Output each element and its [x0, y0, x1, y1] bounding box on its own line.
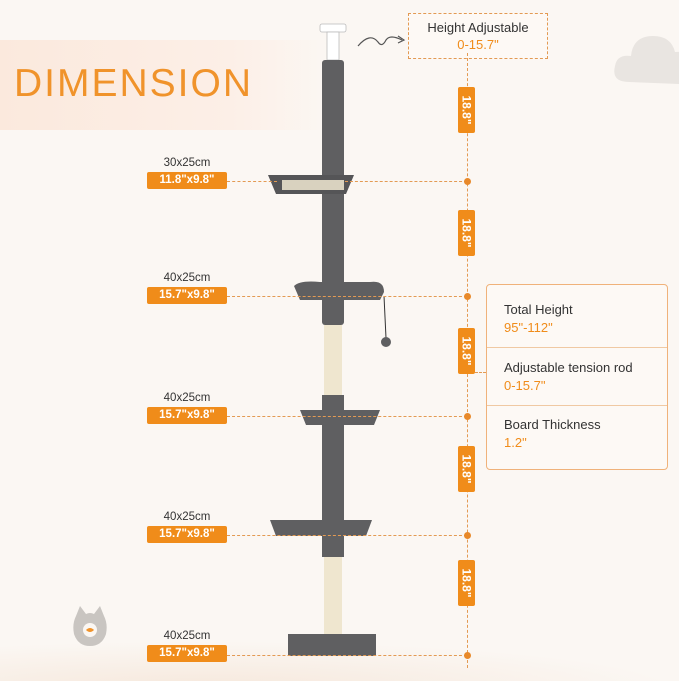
platform-cm: 40x25cm [163, 511, 211, 523]
height-adjustable-value: 0-15.7" [457, 37, 499, 52]
platform-inch: 15.7"x9.8" [147, 645, 227, 662]
segment-badge: 18.8" [458, 87, 475, 133]
leader-line [345, 181, 467, 182]
platform-cm: 40x25cm [163, 272, 211, 284]
page-title: DIMENSION [14, 62, 254, 105]
spec-box: Total Height 95"-112" Adjustable tension… [486, 284, 668, 470]
spec-board-thickness: Board Thickness 1.2" [504, 417, 601, 450]
platform-dimension: 40x25cm 15.7"x9.8" [147, 510, 227, 543]
segment-badge: 18.8" [458, 446, 475, 492]
platform-inch: 15.7"x9.8" [147, 526, 227, 543]
platform-dimension: 30x25cm 11.8"x9.8" [147, 156, 227, 189]
leader-line [227, 416, 467, 417]
dimension-tick [464, 293, 471, 300]
platform-cm: 40x25cm [163, 392, 211, 404]
dimension-tick [464, 413, 471, 420]
cat-logo-icon [73, 606, 107, 646]
platform-inch: 11.8"x9.8" [147, 172, 227, 189]
cloud-icon [614, 36, 679, 84]
leader-line [227, 296, 467, 297]
height-adjustable-label: Height Adjustable [427, 20, 529, 35]
height-adjustable-box: Height Adjustable 0-15.7" [408, 13, 548, 59]
spec-divider [487, 347, 667, 348]
cat-tree-illustration [268, 23, 391, 656]
segment-badge: 18.8" [458, 560, 475, 606]
spec-tension-rod: Adjustable tension rod 0-15.7" [504, 360, 633, 393]
spec-divider [487, 405, 667, 406]
dimension-tick [464, 178, 471, 185]
platform-inch: 15.7"x9.8" [147, 407, 227, 424]
segment-badge: 18.8" [458, 328, 475, 374]
dimension-tick [464, 532, 471, 539]
leader-line [227, 655, 467, 656]
platform-dimension: 40x25cm 15.7"x9.8" [147, 271, 227, 304]
curly-arrow-icon [357, 35, 406, 47]
platform-dimension: 40x25cm 15.7"x9.8" [147, 391, 227, 424]
title-band [0, 40, 330, 130]
segment-badge: 18.8" [458, 210, 475, 256]
dimension-tick [464, 652, 471, 659]
platform-cm: 40x25cm [163, 630, 211, 642]
spec-total-height: Total Height 95"-112" [504, 302, 573, 335]
platform-inch: 15.7"x9.8" [147, 287, 227, 304]
leader-line [227, 535, 467, 536]
platform-cm: 30x25cm [163, 157, 211, 169]
leader-line [227, 181, 277, 182]
platform-dimension: 40x25cm 15.7"x9.8" [147, 629, 227, 662]
spec-connector-line [471, 372, 486, 373]
